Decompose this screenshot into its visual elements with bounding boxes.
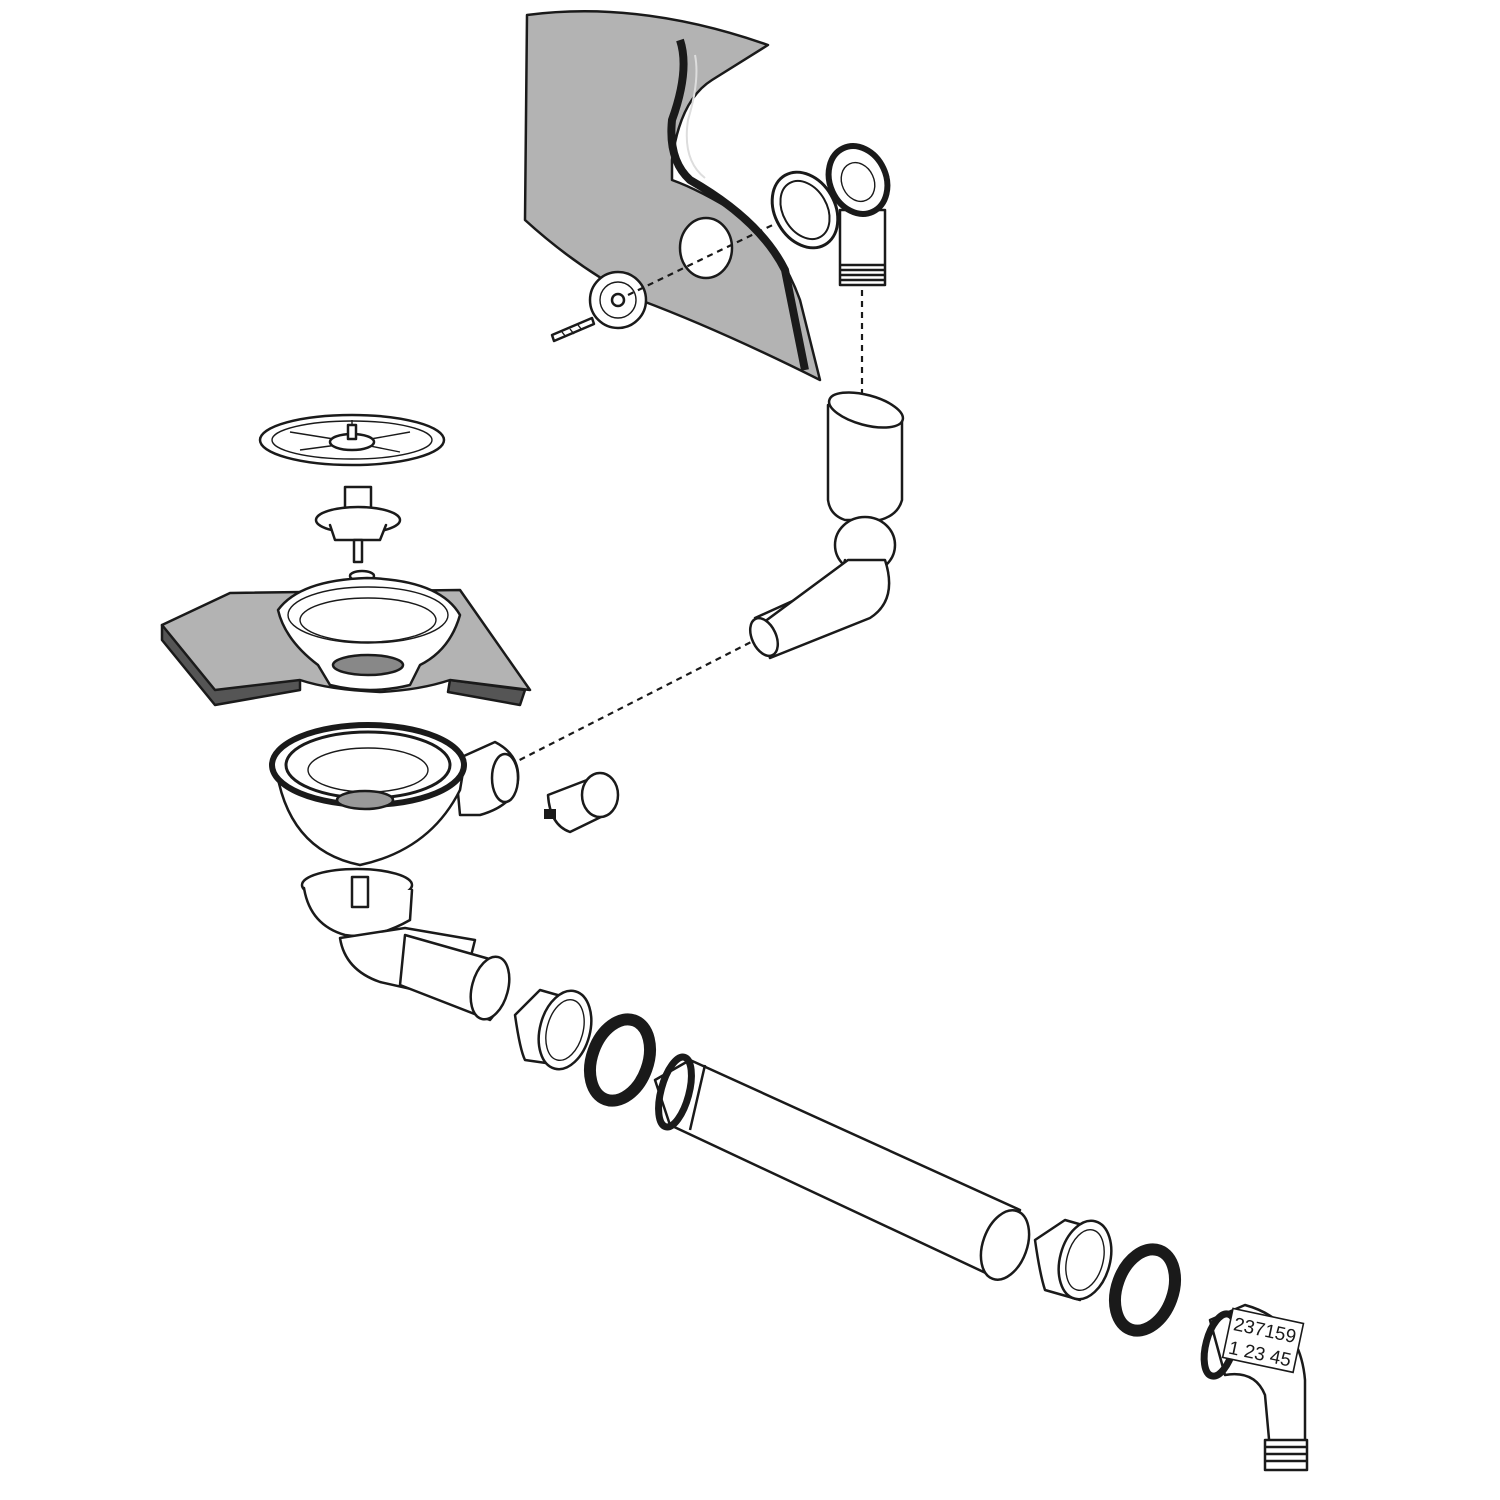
overflow-head — [825, 143, 891, 287]
strainer-basket — [258, 413, 446, 467]
sink-wall-panel — [523, 10, 822, 382]
union-nut-2 — [1033, 1218, 1113, 1302]
outlet-elbow — [300, 867, 511, 1022]
gasket-1 — [584, 1013, 656, 1107]
part-number-label: 237159 1 23 45 — [1221, 1307, 1305, 1374]
plug-mechanism — [314, 485, 402, 564]
trap-body — [269, 722, 520, 867]
sink-slab — [160, 576, 532, 707]
overflow-cover-plate — [588, 270, 648, 330]
overflow-tube — [748, 391, 905, 660]
union-nut-1 — [513, 988, 593, 1071]
overflow-hole — [678, 216, 734, 280]
gasket-2 — [1109, 1243, 1181, 1337]
overflow-screw — [550, 316, 596, 343]
extension-pipe — [653, 1053, 1031, 1281]
alignment-line-trap — [499, 639, 756, 771]
check-valve-insert — [544, 771, 620, 834]
final-elbow: 237159 1 23 45 — [1200, 1303, 1309, 1472]
